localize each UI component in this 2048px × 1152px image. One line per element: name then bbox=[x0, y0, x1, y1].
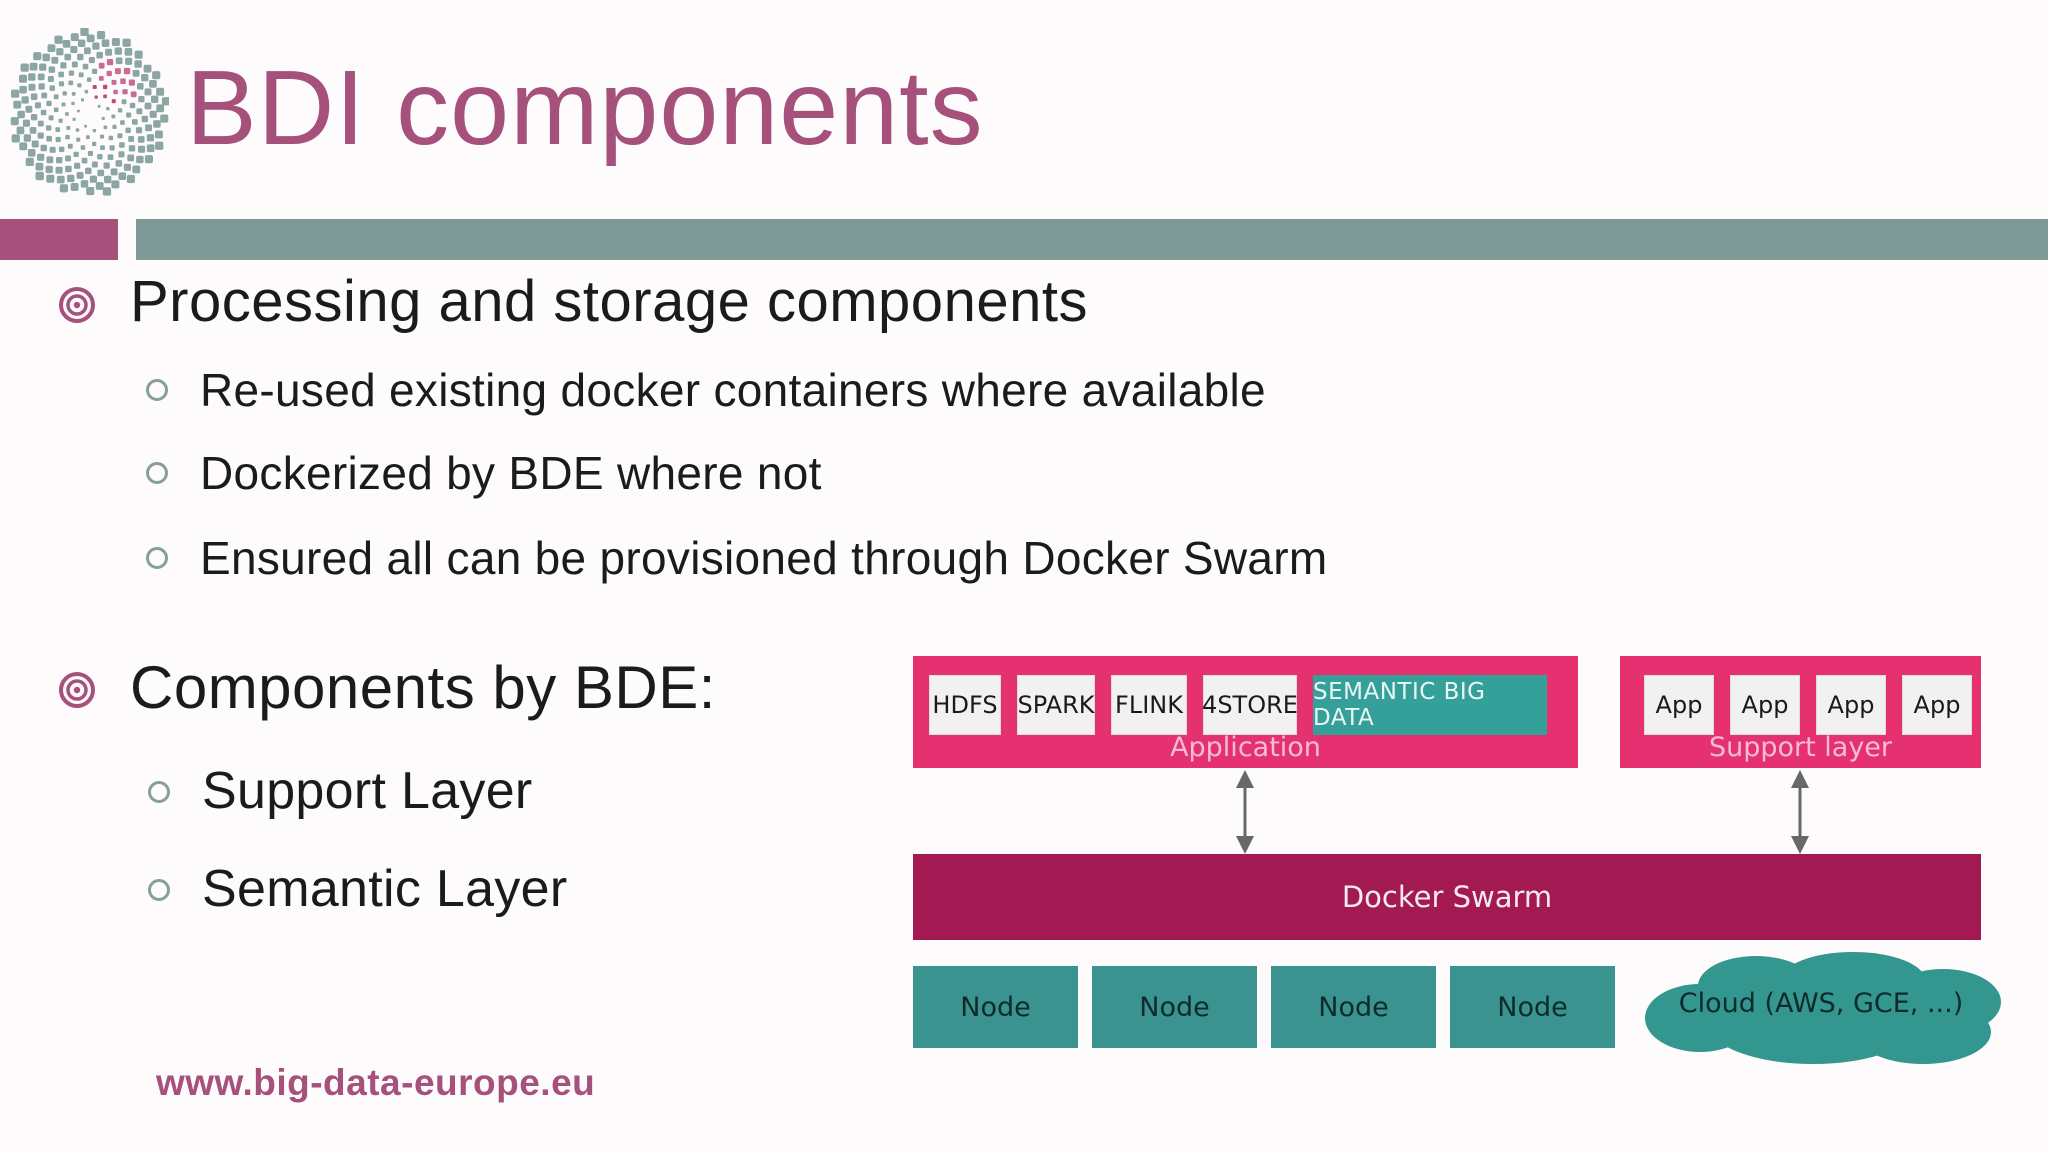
target-bullet-icon bbox=[59, 672, 95, 708]
docker-swarm-bar: Docker Swarm bbox=[913, 854, 1981, 940]
sub-bullet: Re-used existing docker containers where… bbox=[200, 364, 1266, 416]
bde-spiral-logo bbox=[10, 28, 169, 196]
circle-bullet-icon bbox=[146, 547, 168, 569]
footer-url: www.big-data-europe.eu bbox=[156, 1062, 596, 1103]
app-chip: App bbox=[1644, 675, 1714, 735]
double-arrow-icon bbox=[1236, 770, 1254, 854]
page-title: BDI components bbox=[186, 49, 984, 167]
node-box: Node bbox=[1271, 966, 1436, 1048]
component-chip-hdfs: HDFS bbox=[929, 675, 1001, 735]
circle-bullet-icon bbox=[146, 379, 168, 401]
support-apps: App App App App bbox=[1644, 675, 1972, 735]
sub-bullet: Semantic Layer bbox=[202, 860, 568, 918]
support-layer-box: App App App App Support layer bbox=[1620, 656, 1981, 768]
bullet-heading: Processing and storage components bbox=[130, 269, 1088, 334]
node-box: Node bbox=[913, 966, 1078, 1048]
sub-bullet: Ensured all can be provisioned through D… bbox=[200, 532, 1328, 584]
component-chip-4store: 4STORE bbox=[1202, 675, 1298, 735]
cloud-icon bbox=[1645, 952, 2001, 1064]
divider-bar bbox=[136, 219, 2048, 260]
application-layer-box: HDFS SPARK FLINK 4STORE SEMANTIC BIG DAT… bbox=[913, 656, 1578, 768]
application-layer-label: Application bbox=[1170, 732, 1321, 763]
circle-bullet-icon bbox=[148, 879, 170, 901]
divider-accent-block bbox=[0, 219, 118, 260]
cloud-label: Cloud (AWS, GCE, ...) bbox=[1678, 988, 1964, 1019]
bullet-heading: Components by BDE: bbox=[130, 654, 716, 721]
app-chip: App bbox=[1902, 675, 1972, 735]
sub-bullet: Support Layer bbox=[202, 762, 533, 820]
circle-bullet-icon bbox=[146, 462, 168, 484]
component-chip-spark: SPARK bbox=[1017, 675, 1095, 735]
cloud-shape: Cloud (AWS, GCE, ...) bbox=[1638, 950, 2018, 1068]
node-box: Node bbox=[1092, 966, 1257, 1048]
application-components: HDFS SPARK FLINK 4STORE SEMANTIC BIG DAT… bbox=[929, 675, 1547, 735]
support-layer-label: Support layer bbox=[1708, 732, 1893, 763]
target-bullet-icon bbox=[59, 287, 95, 323]
double-arrow-icon bbox=[1791, 770, 1809, 854]
sub-bullet: Dockerized by BDE where not bbox=[200, 447, 822, 499]
circle-bullet-icon bbox=[148, 781, 170, 803]
component-chip-semantic-big-data: SEMANTIC BIG DATA bbox=[1313, 675, 1547, 735]
app-chip: App bbox=[1816, 675, 1886, 735]
node-box: Node bbox=[1450, 966, 1615, 1048]
app-chip: App bbox=[1730, 675, 1800, 735]
component-chip-flink: FLINK bbox=[1111, 675, 1187, 735]
